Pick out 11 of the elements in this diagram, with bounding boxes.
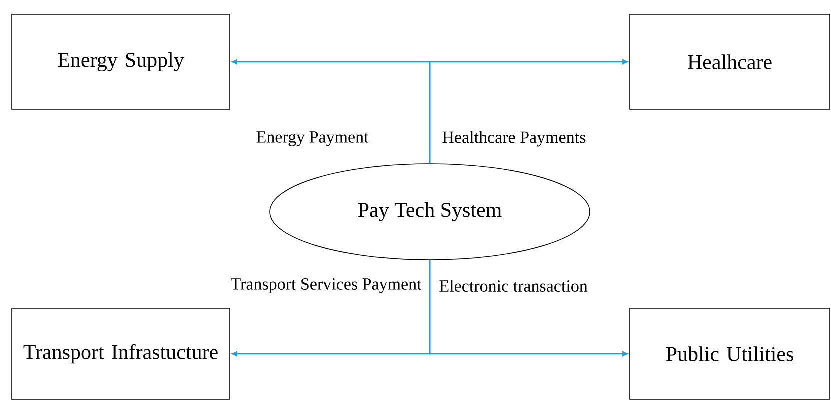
edge-label: Healthcare Payments	[441, 130, 588, 148]
process-box: Public Utilities	[630, 308, 830, 400]
arrow	[429, 260, 628, 356]
process-box: Energy Supply	[12, 14, 230, 110]
process-box: Transport Infrastucture	[12, 308, 230, 400]
ellipse-node: Pay Tech System	[270, 164, 590, 260]
arrow	[429, 60, 628, 164]
edge-label: Energy Payment	[255, 130, 370, 148]
edge-label: Electronic transaction	[438, 279, 589, 293]
process-box: Healhcare	[630, 14, 830, 110]
edge-label: Transport Services Payment	[230, 278, 423, 294]
